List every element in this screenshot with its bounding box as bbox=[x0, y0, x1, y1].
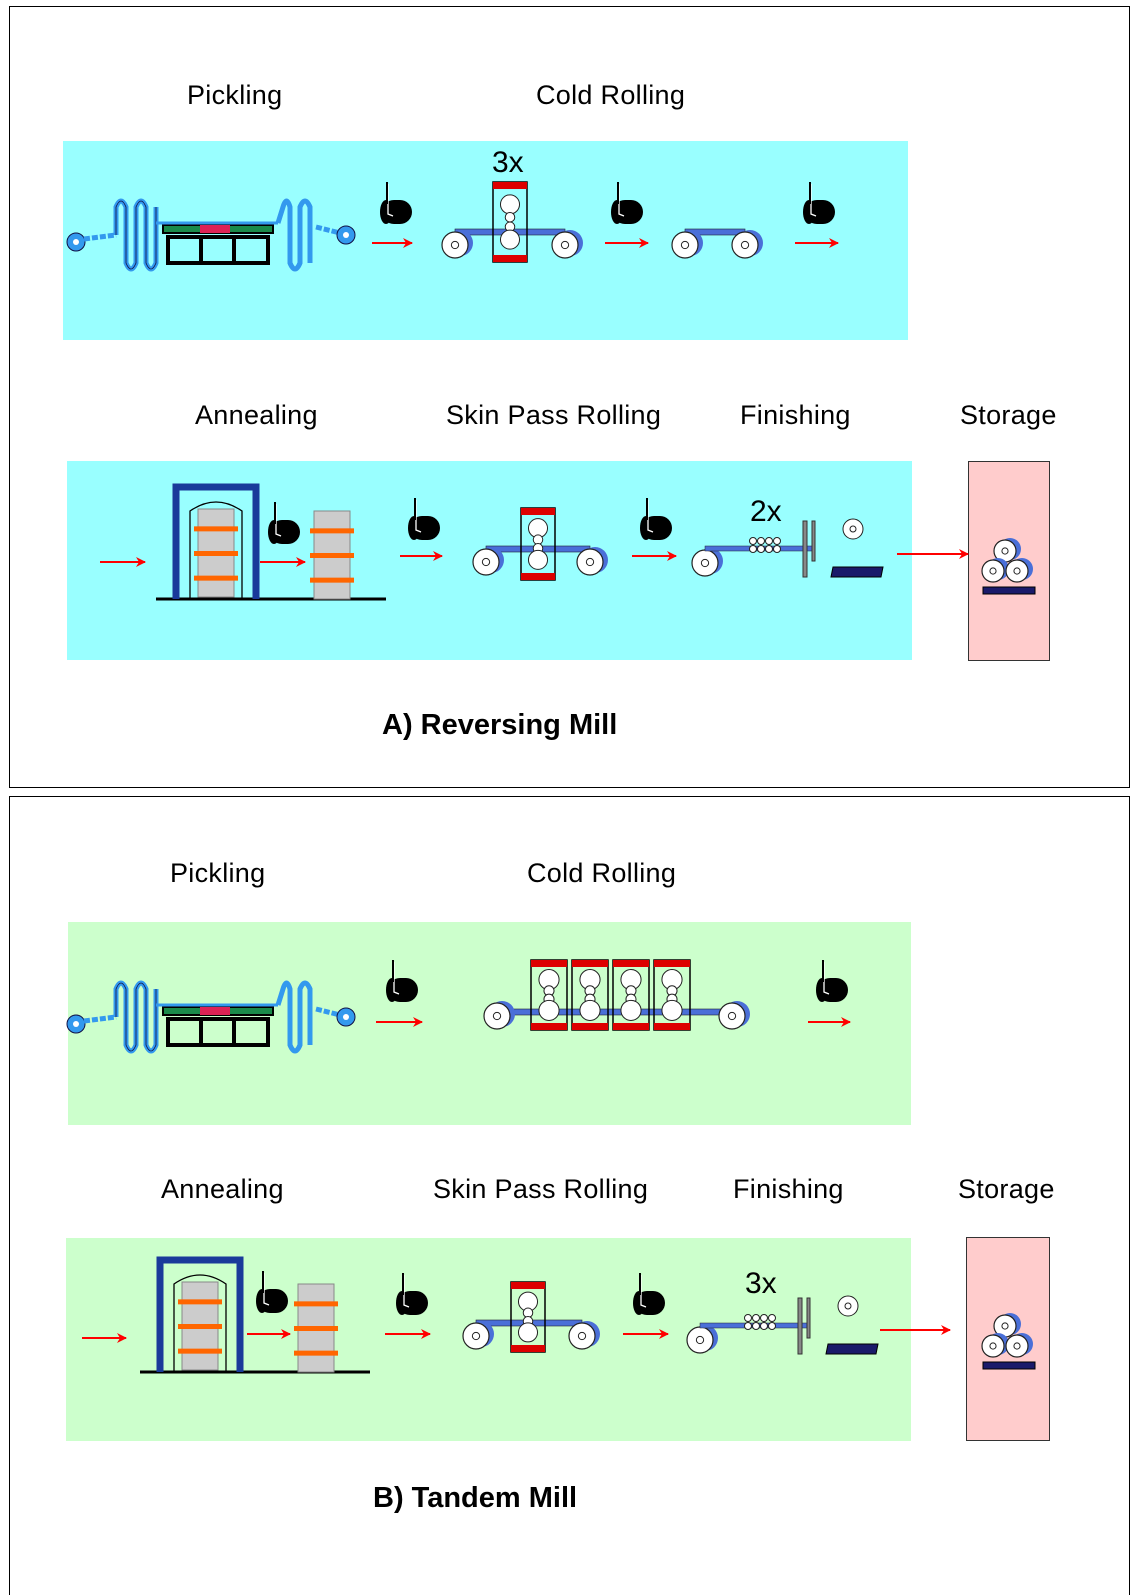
label-finishing-b: Finishing bbox=[733, 1174, 844, 1204]
black-coil-icon bbox=[256, 1271, 288, 1313]
coil bbox=[981, 558, 1009, 583]
coil bbox=[671, 230, 703, 259]
black-coil-icon bbox=[611, 182, 643, 224]
label-storage-b: Storage bbox=[958, 1174, 1055, 1204]
annealing-furnace bbox=[140, 1256, 370, 1374]
black-coil-icon bbox=[640, 498, 672, 540]
art-reversing-mill bbox=[66, 181, 1036, 601]
label-annealing-a: Annealing bbox=[195, 400, 318, 430]
label-finishing-a: Finishing bbox=[740, 400, 851, 430]
storage-coils bbox=[981, 1313, 1036, 1370]
coil bbox=[691, 548, 723, 577]
annealing-furnace bbox=[156, 483, 386, 601]
caption-reversing-mill: A) Reversing Mill bbox=[382, 709, 618, 741]
finishing-line bbox=[691, 518, 884, 578]
black-coil-icon bbox=[386, 960, 418, 1002]
coil bbox=[993, 1313, 1021, 1338]
label-skin-pass-b: Skin Pass Rolling bbox=[433, 1174, 649, 1204]
black-coil-icon bbox=[396, 1273, 428, 1315]
label-cold-rolling-b: Cold Rolling bbox=[527, 858, 677, 888]
coil bbox=[686, 1325, 718, 1354]
coil bbox=[483, 1001, 515, 1030]
finishing-passes-b: 3x bbox=[745, 1267, 777, 1300]
coil bbox=[718, 1001, 750, 1030]
black-coil-icon bbox=[816, 960, 848, 1002]
coil bbox=[576, 547, 608, 576]
pickling-line bbox=[66, 980, 356, 1054]
coil bbox=[731, 230, 763, 259]
pickling-line bbox=[66, 198, 356, 272]
black-coil-icon bbox=[268, 502, 300, 544]
coil bbox=[1005, 558, 1033, 583]
strip bbox=[497, 1008, 736, 1016]
tandem-stand-2 bbox=[571, 959, 609, 1031]
storage-coils bbox=[981, 538, 1036, 595]
label-cold-rolling-a: Cold Rolling bbox=[536, 80, 686, 110]
label-pickling-a: Pickling bbox=[187, 80, 283, 110]
art-tandem-mill bbox=[66, 959, 1036, 1374]
caption-tandem-mill: B) Tandem Mill bbox=[373, 1482, 578, 1514]
mill-stand-skin-pass-b bbox=[510, 1281, 546, 1353]
label-storage-a: Storage bbox=[960, 400, 1057, 430]
label-pickling-b: Pickling bbox=[170, 858, 266, 888]
finishing-passes-a: 2x bbox=[750, 495, 782, 528]
coil bbox=[551, 230, 583, 259]
coil bbox=[472, 547, 504, 576]
coil bbox=[1005, 1333, 1033, 1358]
tandem-stand-3 bbox=[612, 959, 650, 1031]
coil bbox=[462, 1321, 494, 1350]
black-coil-icon bbox=[803, 182, 835, 224]
mill-stand-skin-pass-a bbox=[520, 507, 556, 581]
label-skin-pass-a: Skin Pass Rolling bbox=[446, 400, 662, 430]
finishing-line bbox=[686, 1295, 879, 1355]
band-pickling-cold-rolling-a bbox=[63, 141, 908, 340]
black-coil-icon bbox=[408, 498, 440, 540]
tandem-stand-1 bbox=[530, 959, 568, 1031]
coil bbox=[981, 1333, 1009, 1358]
coil bbox=[568, 1321, 600, 1350]
label-annealing-b: Annealing bbox=[161, 1174, 284, 1204]
tandem-stand-4 bbox=[653, 959, 691, 1031]
cold-rolling-passes-a: 3x bbox=[492, 146, 524, 179]
black-coil-icon bbox=[633, 1273, 665, 1315]
black-coil-icon bbox=[380, 182, 412, 224]
mill-stand-reversing bbox=[492, 181, 528, 263]
coil bbox=[441, 230, 473, 259]
